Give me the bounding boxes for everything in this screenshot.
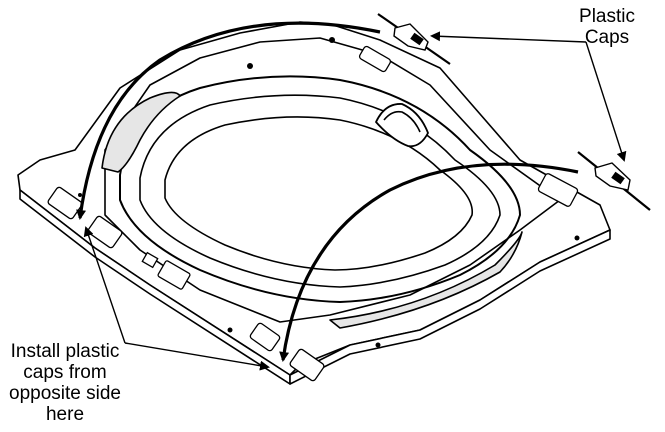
panel-lid-opening-outer (119, 75, 521, 303)
arrow-install-left (83, 226, 126, 344)
arrow-caps-to-top (430, 31, 587, 43)
label-line: Caps (584, 27, 630, 48)
screw-hole (227, 327, 233, 333)
front-tab-left (141, 251, 159, 269)
panel-right-edge (289, 229, 611, 385)
panel-lid-opening-inner (139, 94, 501, 288)
cap-slots (47, 45, 579, 382)
panel-left-groove (101, 91, 181, 173)
screw-hole (247, 63, 253, 69)
panel-handle-grip (383, 110, 421, 133)
install-arrows (76, 21, 627, 371)
slot-top-right (358, 45, 392, 73)
slot-left-front (87, 215, 123, 249)
label-line: Install plastic (10, 341, 120, 362)
plastic-caps-label: Plastic Caps (570, 6, 644, 48)
plastic-cap-top (377, 13, 451, 65)
arrow-curve-right (279, 162, 579, 362)
arrow-curve-left (76, 21, 381, 220)
slot-bottom-back (249, 322, 281, 352)
screw-holes (78, 37, 580, 348)
screw-hole (78, 193, 82, 197)
label-line: opposite side (9, 383, 121, 404)
slot-right-back (537, 173, 579, 207)
front-latch (157, 260, 191, 290)
arrow-caps-to-right (585, 41, 627, 162)
screw-hole (329, 37, 335, 43)
top-panel (17, 21, 611, 385)
slot-bottom-front (289, 348, 325, 382)
screw-hole (375, 342, 381, 348)
label-line: caps from (23, 362, 107, 383)
label-line: Plastic (579, 6, 635, 27)
screw-hole (574, 235, 580, 241)
arrow-install-bottom (124, 342, 270, 371)
plastic-cap-right (577, 151, 651, 211)
panel-lid-opening-rim (164, 116, 473, 271)
panel-bottom-groove (329, 231, 523, 329)
install-note-label: Install plastic caps from opposite side … (0, 341, 130, 425)
panel-inner-ridge (104, 37, 561, 323)
label-line: here (45, 404, 85, 425)
panel-top-surface (17, 21, 611, 376)
